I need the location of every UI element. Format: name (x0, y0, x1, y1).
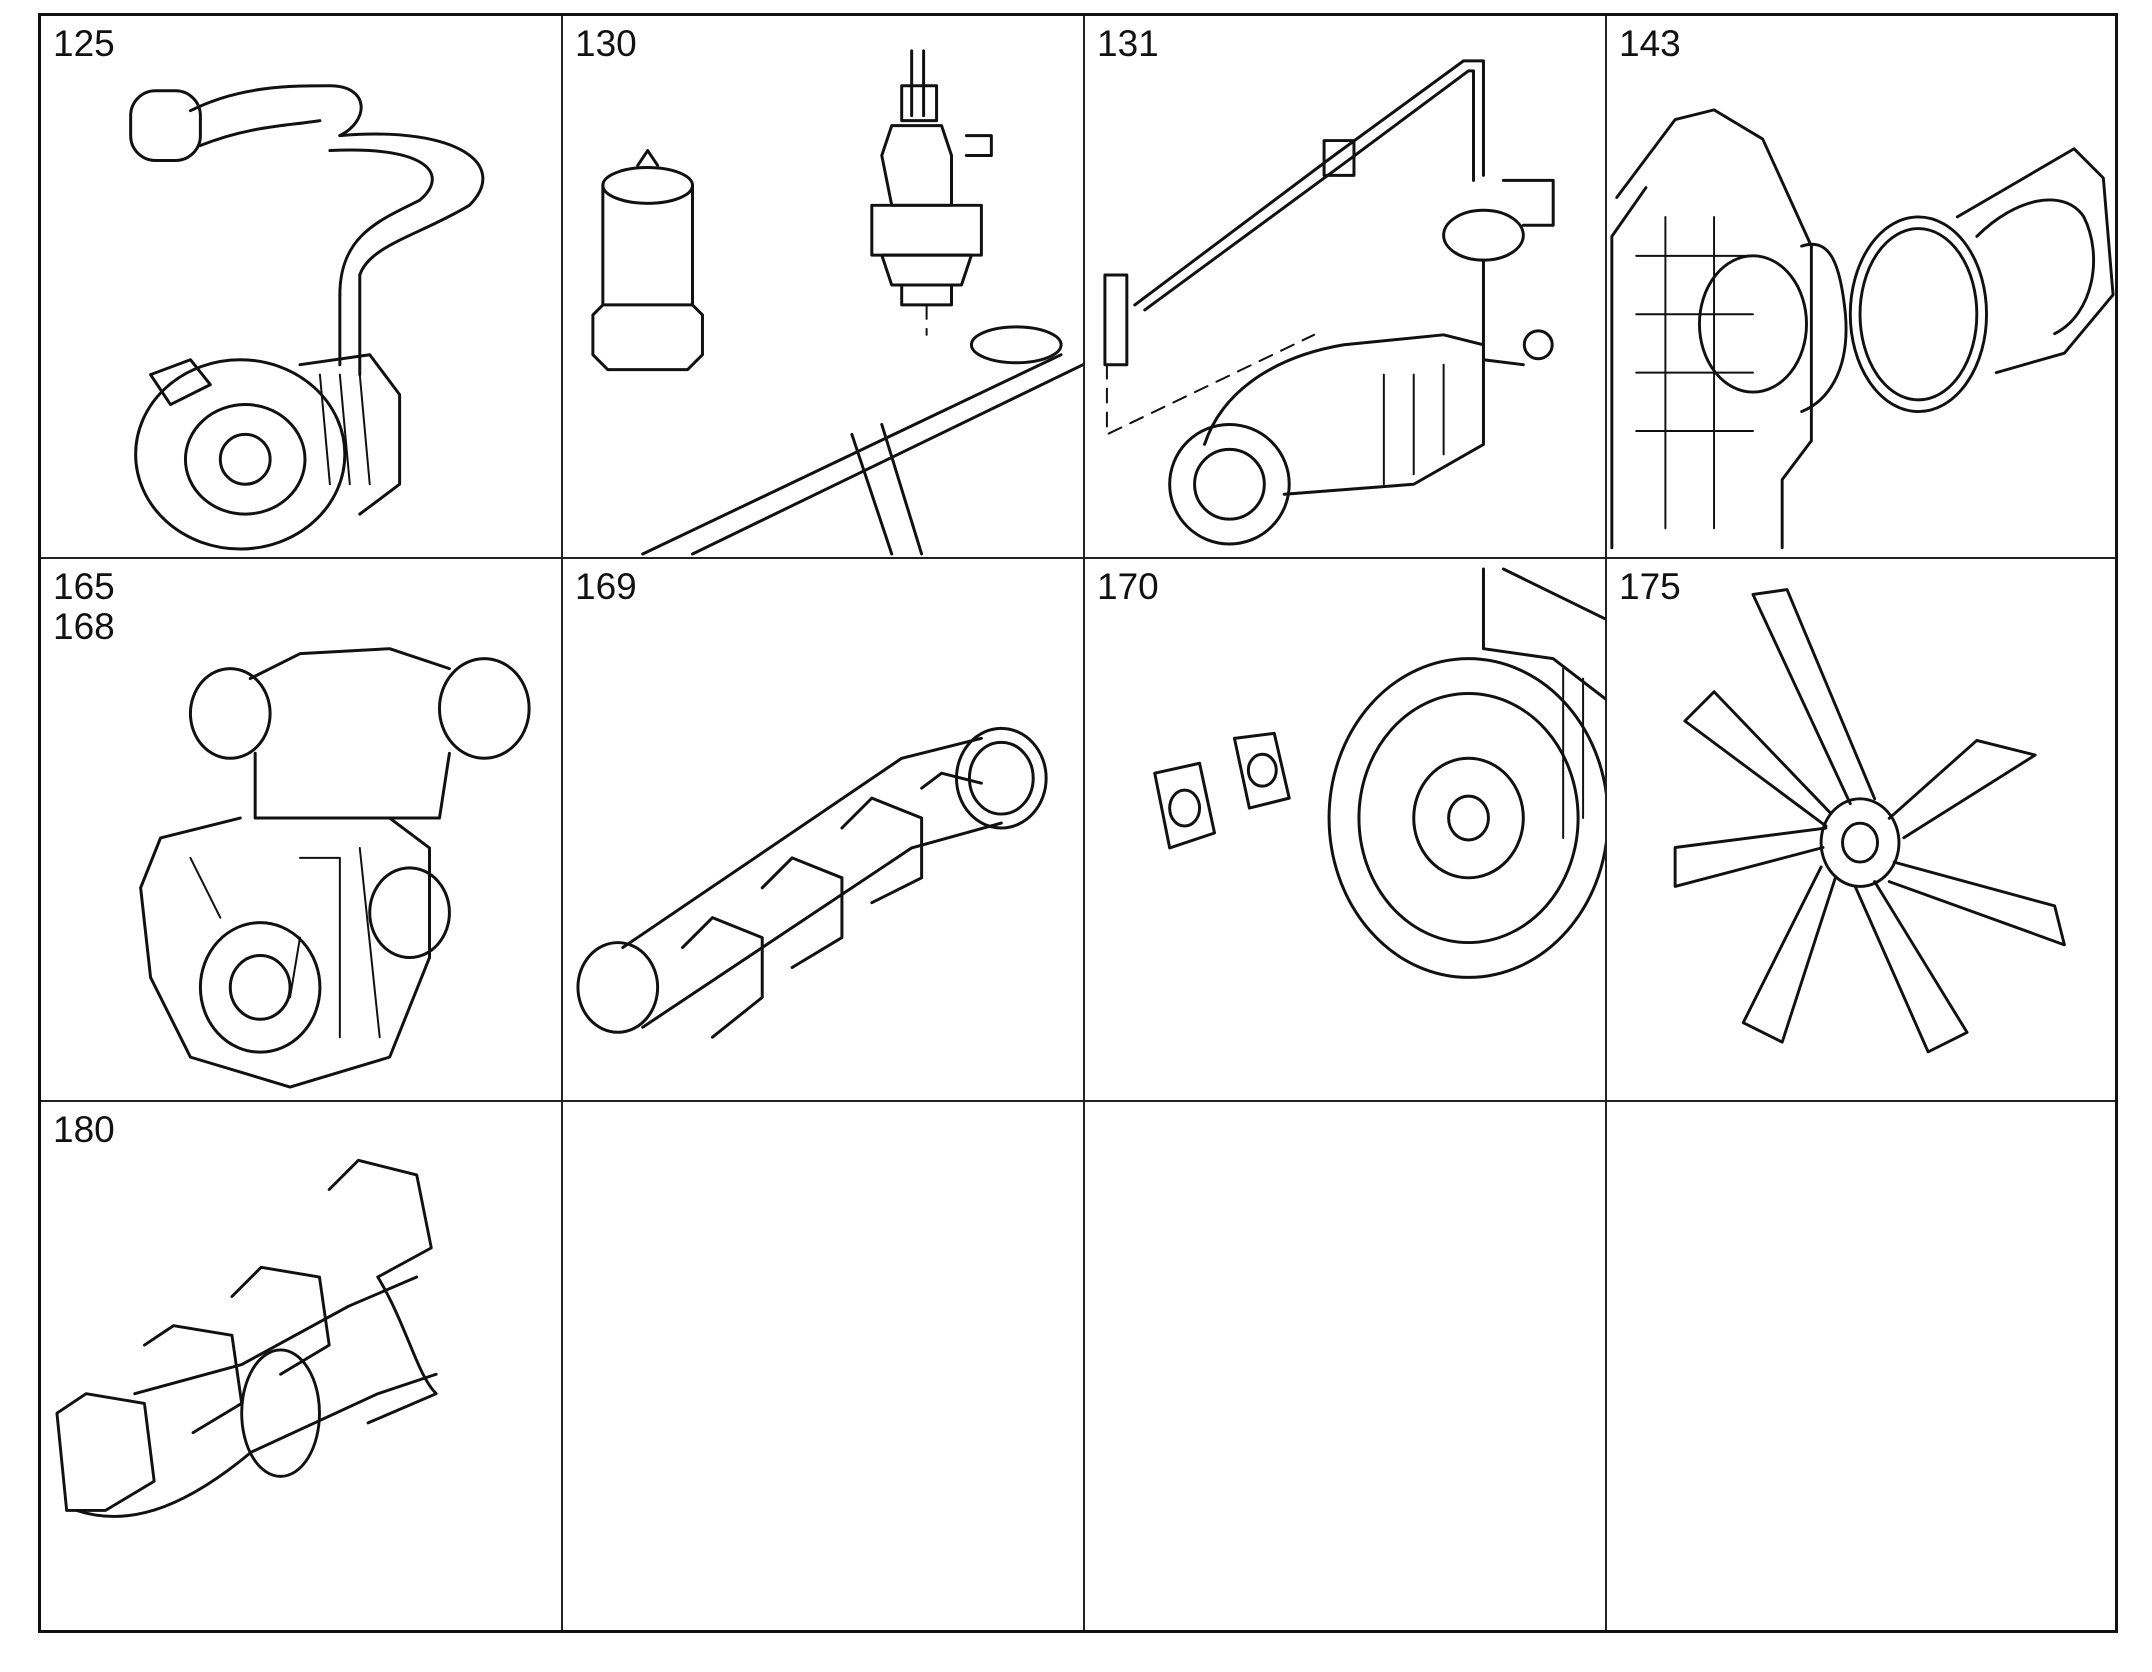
cell-169[interactable]: 169 (563, 559, 1085, 1102)
turbocharger-icon (129, 84, 485, 551)
part-number-label: 130 (575, 23, 637, 64)
cell-empty-2 (1085, 1102, 1607, 1630)
part-number-label: 143 (1619, 23, 1681, 64)
parts-diagram-grid: 125 130 (38, 13, 2118, 1633)
cell-empty-3 (1607, 1102, 2115, 1630)
timing-cover-icon (1610, 108, 2115, 550)
cell-125[interactable]: 125 (41, 16, 563, 559)
cell-165-168[interactable]: 165 168 (41, 559, 563, 1102)
exhaust-manifold-icon (55, 1158, 438, 1518)
cell-empty-1 (563, 1102, 1085, 1630)
cell-130[interactable]: 130 (563, 16, 1085, 559)
cell-143[interactable]: 143 (1607, 16, 2115, 559)
cell-131[interactable]: 131 (1085, 16, 1607, 559)
fan-icon (1673, 588, 2066, 1054)
part-number-label: 170 (1097, 566, 1159, 607)
fuel-line-icon (1103, 59, 1555, 546)
cell-175[interactable]: 175 (1607, 559, 2115, 1102)
part-number-label: 169 (575, 566, 637, 607)
glow-plug-icon (591, 49, 1083, 556)
part-number-label: 165 168 (53, 566, 115, 647)
part-number-label: 125 (53, 23, 115, 64)
compressor-icon (139, 647, 531, 1089)
part-number-label: 180 (53, 1109, 115, 1150)
part-number-label: 131 (1097, 23, 1159, 64)
cell-180[interactable]: 180 (41, 1102, 563, 1630)
intake-manifold-icon (576, 726, 1048, 1039)
flywheel-housing-icon (1153, 567, 1605, 979)
part-number-label: 175 (1619, 566, 1681, 607)
cell-170[interactable]: 170 (1085, 559, 1607, 1102)
